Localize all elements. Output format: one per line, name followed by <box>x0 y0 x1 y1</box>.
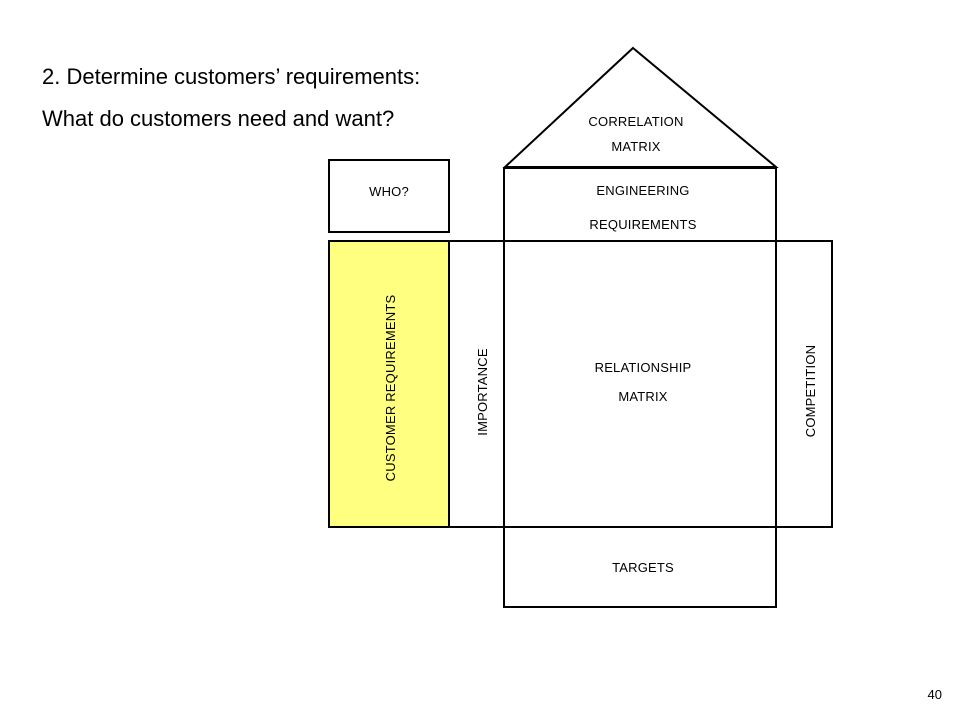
heading-step-title: 2. Determine customers’ requirements: <box>42 64 421 89</box>
importance-label: IMPORTANCE <box>475 348 490 436</box>
roof-label-line2: MATRIX <box>611 139 661 154</box>
who-box <box>328 159 450 233</box>
importance-box <box>448 240 505 528</box>
who-label: WHO? <box>369 184 409 199</box>
targets-label: TARGETS <box>612 560 674 575</box>
page-number: 40 <box>927 687 942 702</box>
relationship-matrix-box <box>503 240 777 528</box>
heading-question: What do customers need and want? <box>42 106 395 131</box>
competition-label: COMPETITION <box>803 344 818 438</box>
roof-label-line1: CORRELATION <box>588 114 684 129</box>
engineering-label-line2: REQUIREMENTS <box>589 217 697 232</box>
competition-box <box>775 240 833 528</box>
customer-requirements-label: CUSTOMER REQUIREMENTS <box>383 294 398 482</box>
relationship-label-line2: MATRIX <box>618 389 668 404</box>
relationship-label-line1: RELATIONSHIP <box>594 360 692 375</box>
engineering-label-line1: ENGINEERING <box>596 183 690 198</box>
targets-box <box>503 526 777 608</box>
customer-requirements-box <box>328 240 450 528</box>
